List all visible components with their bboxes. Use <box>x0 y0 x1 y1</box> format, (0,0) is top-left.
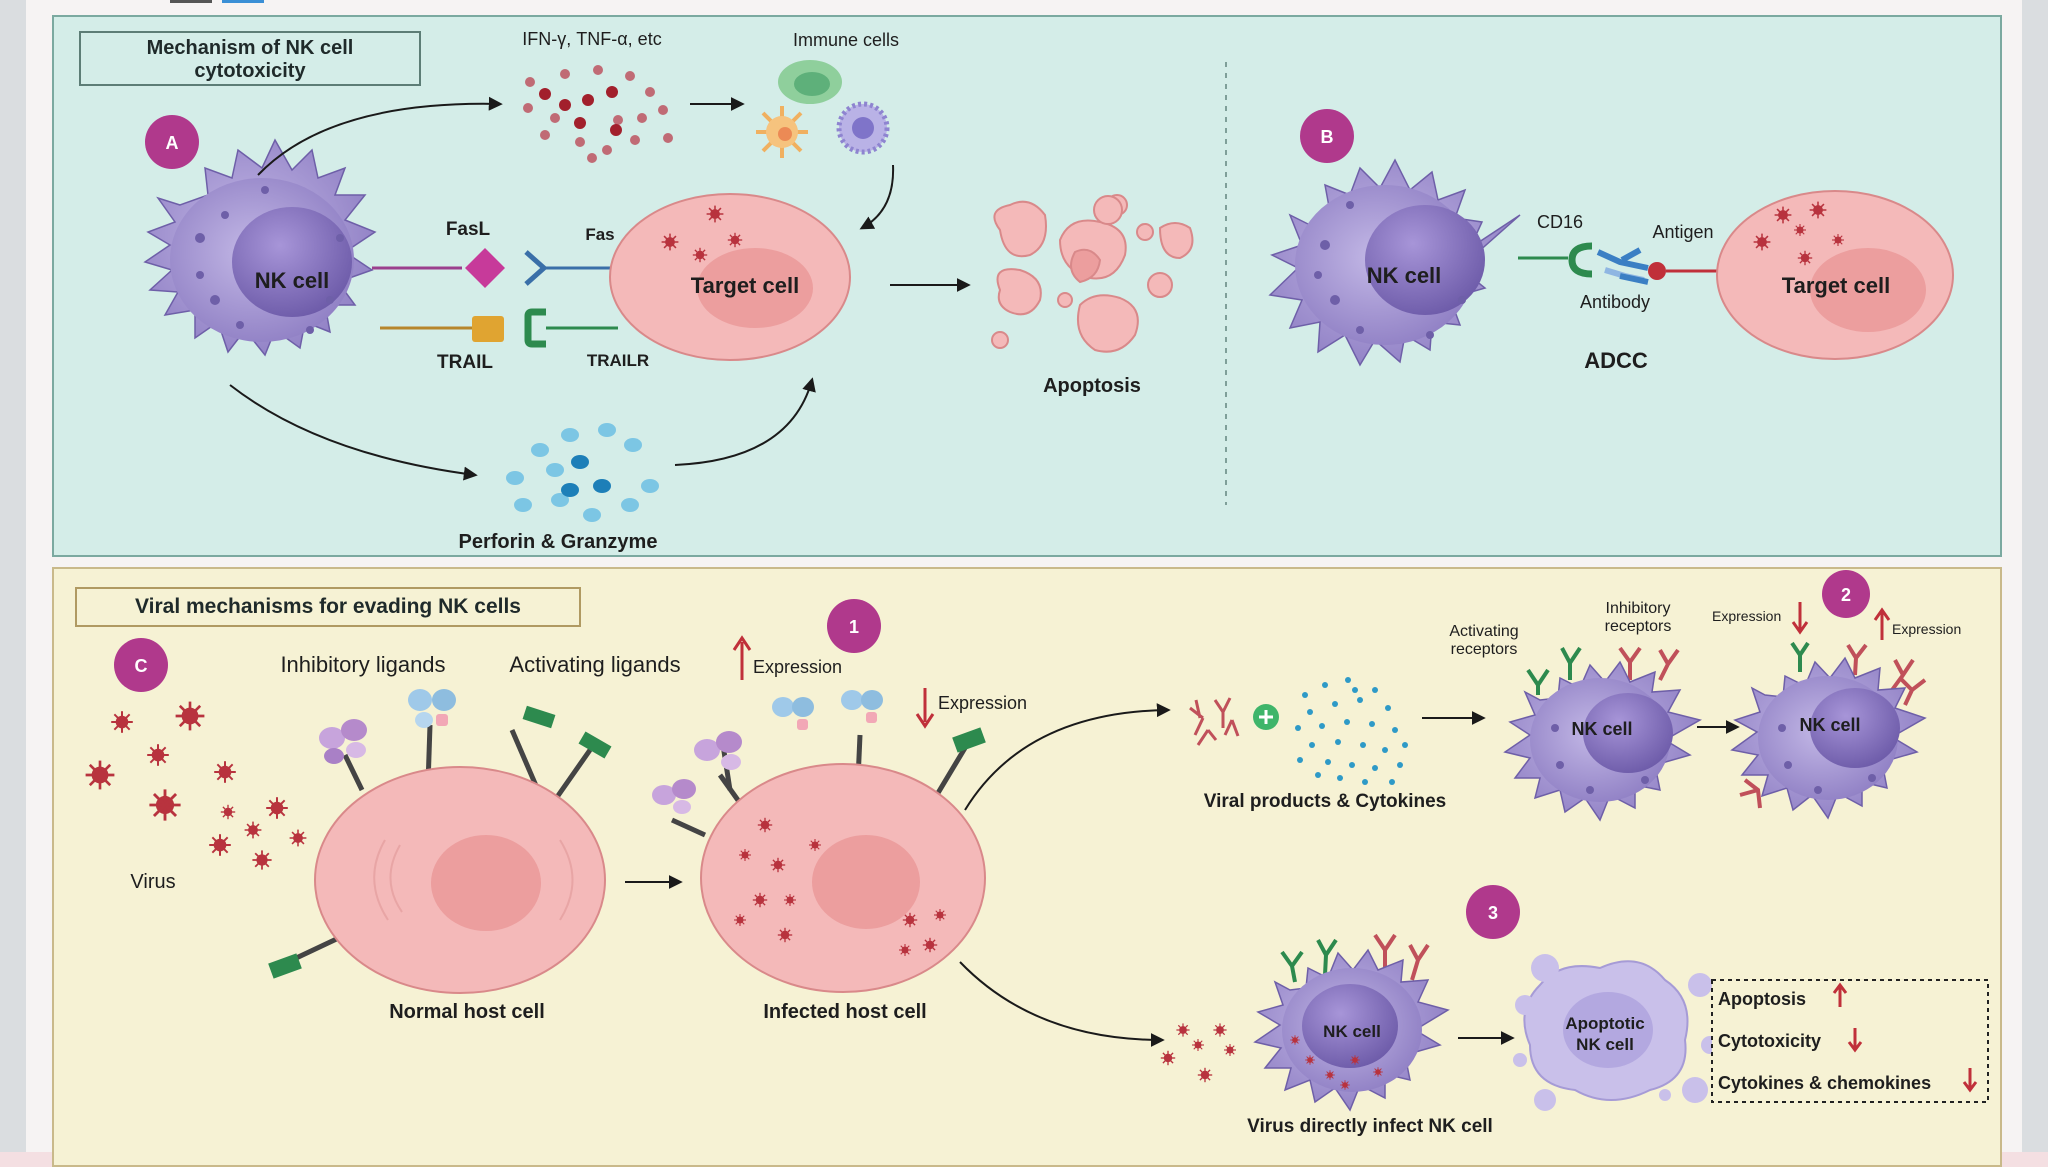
expression-2-down-label: Expression <box>1712 608 1781 624</box>
legend-apoptosis: Apoptosis <box>1718 989 1806 1009</box>
legend-cytotoxicity: Cytotoxicity <box>1718 1031 1821 1051</box>
free-viruses-3 <box>1160 1022 1237 1083</box>
normal-host-cell: Normal host cell <box>268 689 612 1023</box>
badge-a-text: A <box>166 133 179 153</box>
badge-c-text: C <box>135 656 148 676</box>
apoptosis-label: Apoptosis <box>1043 375 1141 397</box>
cytokine-scatter <box>1295 677 1408 785</box>
panel-a-arrows <box>229 96 971 481</box>
top-tab-mark <box>170 0 212 3</box>
nk-cell-c1-label: NK cell <box>1571 719 1632 739</box>
fas-label: Fas <box>585 225 614 244</box>
panel-c-arrows <box>959 703 1740 1047</box>
inhibitory-receptors-label-1: Inhibitory <box>1606 600 1671 617</box>
target-cell-b-label: Target cell <box>1782 273 1890 298</box>
nk-cell-c2-label: NK cell <box>1799 715 1860 735</box>
badge-1-text: 1 <box>849 617 859 637</box>
badge-2: 2 <box>1822 570 1870 618</box>
trail-label: TRAIL <box>437 352 493 373</box>
apoptotic-label-2: NK cell <box>1576 1035 1634 1054</box>
viral-products: Viral products & Cytokines <box>1189 677 1447 812</box>
infected-host-cell-label: Infected host cell <box>763 1001 926 1023</box>
perforin-granzyme: Perforin & Granzyme <box>459 423 659 553</box>
cytokine-dots: IFN-γ, TNF-α, etc <box>522 29 673 163</box>
inhibitory-receptors-label-2: receptors <box>1605 618 1672 635</box>
immune-cells: Immune cells <box>756 30 899 158</box>
fasl-label: FasL <box>446 219 491 240</box>
cd16-antibody-antigen: CD16 Antigen Antibody <box>1518 212 1720 312</box>
virus-infect-label: Virus directly infect NK cell <box>1247 1116 1493 1137</box>
expression-indicators-2: Expression Expression <box>1712 602 1961 640</box>
immune-cells-label: Immune cells <box>793 30 899 50</box>
nk-cell-a-label: NK cell <box>255 268 330 293</box>
cd16-label: CD16 <box>1537 212 1583 232</box>
activating-receptors-label-2: receptors <box>1451 641 1518 658</box>
perforin-label: Perforin & Granzyme <box>459 531 658 553</box>
badge-2-text: 2 <box>1841 585 1851 605</box>
panel-a-title-line1: Mechanism of NK cell <box>146 37 354 59</box>
activating-ligands-label: Activating ligands <box>509 652 680 677</box>
nk-cell-b-label: NK cell <box>1367 263 1442 288</box>
expression-indicators-1: Expression Expression <box>732 635 1027 729</box>
badge-a: A <box>145 115 199 169</box>
target-cell-b: Target cell <box>1716 190 1954 360</box>
antibody-label: Antibody <box>1580 292 1650 312</box>
badge-3: 3 <box>1466 885 1520 939</box>
trailr-label: TRAILR <box>587 351 649 370</box>
fasl-ligand: FasL <box>372 219 505 288</box>
infected-host-cell: Infected host cell <box>652 690 986 1023</box>
apoptosis-blobs <box>991 194 1194 353</box>
target-cell-a: Target cell <box>609 193 851 361</box>
apoptotic-label-1: Apoptotic <box>1565 1014 1644 1033</box>
viral-products-label: Viral products & Cytokines <box>1204 791 1447 812</box>
antigen-label: Antigen <box>1652 222 1713 242</box>
nk-cell-c1: NK cell <box>1503 646 1702 822</box>
badge-b: B <box>1300 109 1354 163</box>
effects-legend: Apoptosis Cytotoxicity Cytokines & chemo… <box>1711 979 1989 1103</box>
target-cell-a-label: Target cell <box>691 273 799 298</box>
trailr-receptor: TRAILR <box>524 308 649 370</box>
left-window-edge <box>0 0 26 1152</box>
cytokines-label: IFN-γ, TNF-α, etc <box>522 29 661 49</box>
fas-receptor: Fas <box>524 225 618 286</box>
right-window-edge <box>2022 0 2048 1152</box>
expression-up-label: Expression <box>753 657 842 677</box>
badge-c: C <box>114 638 168 692</box>
virus-particles: Virus <box>84 700 308 893</box>
apoptotic-nk-cell: Apoptotic NK cell <box>1513 954 1719 1111</box>
nk-cell-a: NK cell <box>143 138 377 357</box>
adcc-label: ADCC <box>1584 348 1648 373</box>
nk-cell-b: NK cell <box>1268 158 1521 367</box>
panel-c-title: Viral mechanisms for evading NK cells <box>135 595 521 618</box>
panel-a-title-box: Mechanism of NK cell cytotoxicity <box>79 31 421 86</box>
nk-cell-c2: NK cell <box>1730 641 1927 820</box>
legend-cytokines: Cytokines & chemokines <box>1718 1073 1931 1093</box>
activating-receptors-label-1: Activating <box>1449 623 1518 640</box>
trail-ligand: TRAIL <box>380 316 504 373</box>
panel-a-title-line2: cytotoxicity <box>194 60 306 82</box>
badge-1: 1 <box>827 599 881 653</box>
top-tab-mark-active <box>222 0 264 3</box>
virus-label: Virus <box>130 871 175 893</box>
expression-2-up-label: Expression <box>1892 621 1961 637</box>
badge-3-text: 3 <box>1488 903 1498 923</box>
nk-cell-c3: NK cell <box>1253 933 1450 1112</box>
panel-c-title-box: Viral mechanisms for evading NK cells <box>75 587 581 627</box>
badge-b-text: B <box>1321 127 1334 147</box>
normal-host-cell-label: Normal host cell <box>389 1001 545 1023</box>
inhibitory-ligands-label: Inhibitory ligands <box>280 652 445 677</box>
nk-cell-c3-label: NK cell <box>1323 1022 1381 1041</box>
expression-down-label: Expression <box>938 693 1027 713</box>
